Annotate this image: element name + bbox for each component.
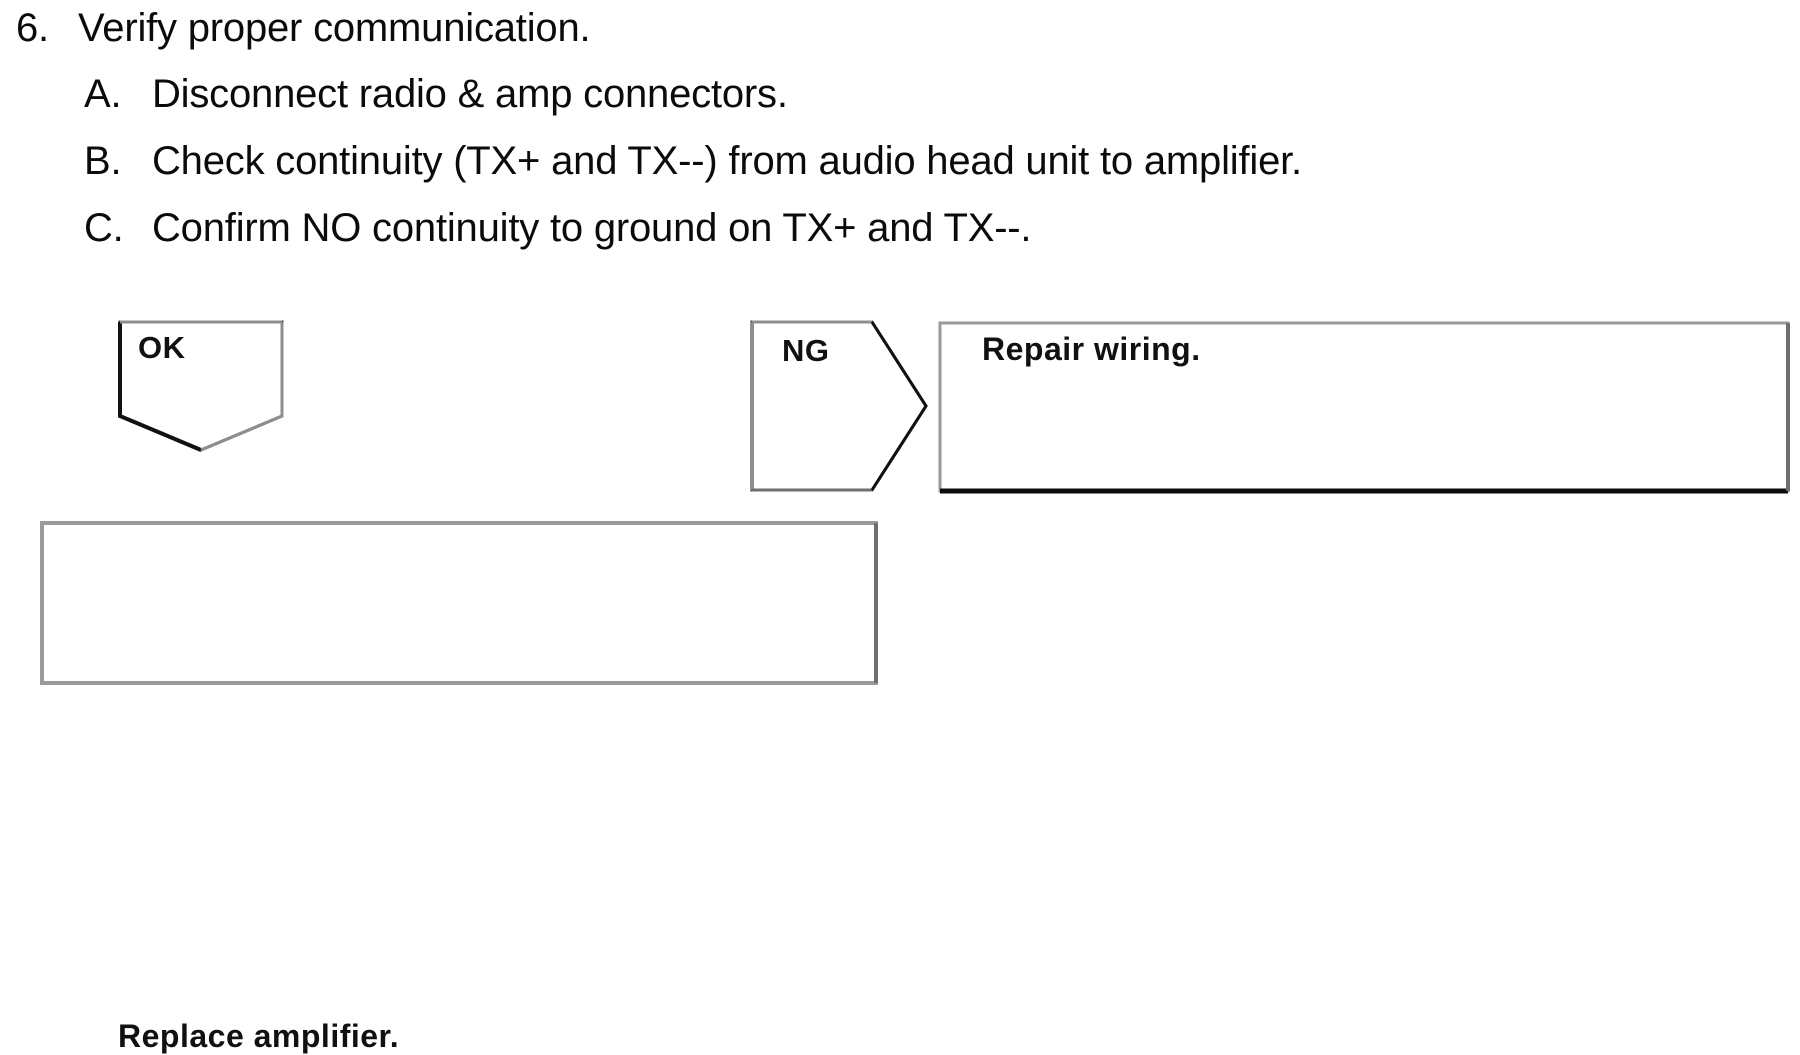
ng-label: NG	[782, 333, 830, 368]
substep-b-marker: B.	[84, 139, 122, 183]
ok-label: OK	[138, 330, 186, 365]
replace-amplifier-box-outline	[40, 521, 878, 685]
ok-pentagon-outline	[118, 320, 284, 452]
step-6-number: 6.	[16, 6, 49, 50]
substep-b-text: Check continuity (TX+ and TX--) from aud…	[152, 139, 1302, 183]
replace-amplifier-box: Replace amplifier.	[40, 521, 878, 1054]
repair-wiring-box-outline	[938, 321, 1790, 494]
repair-wiring-label: Repair wiring.	[982, 331, 1201, 367]
substep-a-marker: A.	[84, 72, 122, 116]
step-6: 6. Verify proper communication.	[16, 6, 591, 51]
ng-decision-shape	[750, 320, 928, 492]
step-6-title: Verify proper communication.	[78, 6, 591, 50]
ok-decision-shape	[118, 320, 284, 452]
substep-c: C. Confirm NO continuity to ground on TX…	[84, 206, 1032, 251]
ng-pentagon-outline	[750, 320, 928, 492]
replace-amplifier-label: Replace amplifier.	[118, 1018, 400, 1054]
substep-c-marker: C.	[84, 206, 124, 250]
repair-wiring-box	[938, 321, 1790, 494]
substep-a-text: Disconnect radio & amp connectors.	[152, 72, 788, 116]
page-canvas: 6. Verify proper communication. A. Disco…	[16, 6, 1790, 1054]
substep-b: B. Check continuity (TX+ and TX--) from …	[84, 139, 1302, 184]
substep-c-text: Confirm NO continuity to ground on TX+ a…	[152, 206, 1032, 250]
substep-a: A. Disconnect radio & amp connectors.	[84, 72, 788, 117]
